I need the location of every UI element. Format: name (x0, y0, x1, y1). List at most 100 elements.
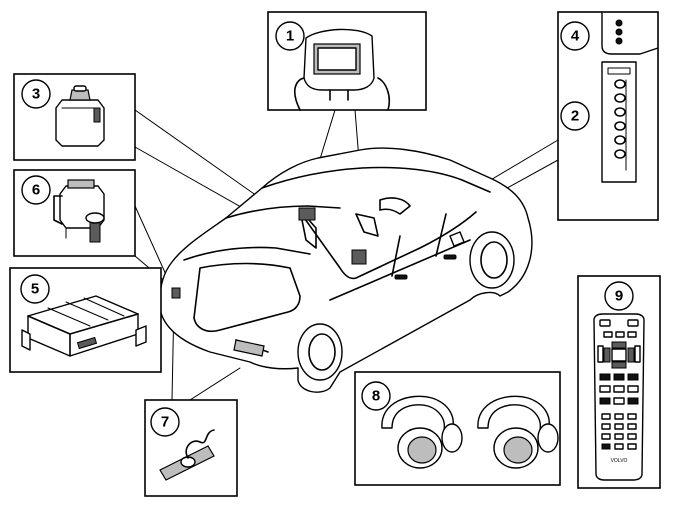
car-rear-hub (308, 333, 336, 371)
remote-num-4 (601, 423, 611, 430)
remote-num-7 (601, 433, 611, 440)
bracket-clip (53, 195, 63, 225)
car-trunk-edge (183, 246, 311, 261)
headphone-right-cup-back (537, 423, 559, 453)
remote-dpad-right (627, 347, 635, 363)
headphone-right (477, 395, 559, 469)
callout-3-circle (21, 79, 51, 109)
callout-8-circle (361, 381, 391, 411)
callout-7-circle (150, 407, 180, 437)
headphone-right-cushion (503, 436, 533, 464)
remote-num-0 (614, 443, 624, 450)
callout-8: 8 (372, 388, 380, 405)
car-door-handle-rear (394, 274, 408, 280)
remote-btn-d (599, 397, 611, 405)
remote-btn-ff (627, 373, 639, 381)
remote-btn-stop (613, 385, 625, 393)
remote-num-9 (627, 433, 637, 440)
component-1-headrest-display: 1 (267, 11, 427, 111)
panel-button-5 (614, 135, 626, 145)
steering-wheel (379, 197, 411, 215)
car-rear-window-edge (225, 205, 341, 219)
remote-num-6 (627, 423, 637, 430)
module-knob (73, 85, 87, 92)
bracket-nut (85, 212, 105, 224)
remote-num-3 (627, 413, 637, 420)
remote-btn-rw (599, 373, 611, 381)
panel-button-1 (614, 79, 626, 89)
remote-num-1 (601, 413, 611, 420)
panel-button-6 (614, 149, 626, 159)
panel-button-4 (614, 121, 626, 131)
car-door-crease (329, 239, 471, 301)
callout-9: 9 (615, 288, 623, 305)
remote-btn-f (627, 397, 639, 405)
remote-btn-b (615, 331, 625, 338)
car-tail-light (233, 339, 265, 357)
remote-dpad-left (603, 347, 611, 363)
unit-top-ribs (47, 297, 125, 327)
headphone-left-cup-back (441, 423, 463, 453)
disc-slot (607, 67, 631, 75)
callout-5: 5 (31, 281, 39, 298)
unit-mount-left (21, 329, 31, 351)
callout-4: 4 (571, 28, 580, 45)
callout-5-circle (20, 274, 50, 304)
component-5-media-unit: 5 (9, 267, 162, 373)
remote-num-8 (614, 433, 624, 440)
callout-1-circle (275, 21, 305, 51)
callout-6: 6 (32, 182, 40, 199)
remote-brand-label: VOLVO (611, 458, 628, 464)
remote-side-right (634, 345, 641, 363)
car-control-unit (351, 249, 367, 265)
headrest-screen-glass (317, 47, 357, 71)
car-trunk-lid (193, 262, 301, 333)
indicator-dot-2 (615, 37, 623, 45)
remote-body (593, 313, 645, 481)
module-connector (93, 107, 101, 123)
panel-button-2 (614, 93, 626, 103)
rear-seat-back (299, 209, 317, 249)
car-door-handle-front (443, 254, 457, 260)
remote-num-hash (627, 443, 637, 450)
unit-mount-right (135, 325, 147, 347)
car-side-mirror (449, 231, 465, 247)
remote-dpad-enter (611, 348, 627, 362)
unit-connector (76, 336, 98, 350)
remote-btn-c (627, 331, 637, 338)
remote-num-2 (614, 413, 624, 420)
seat-back-outline (293, 77, 391, 111)
leader-7b (189, 367, 241, 401)
callout-4-circle (560, 21, 590, 51)
component-3-module: 3 (13, 73, 136, 161)
remote-dpad-up (611, 341, 627, 349)
module-body (55, 99, 105, 147)
callout-2: 2 (571, 108, 579, 125)
remote-dpad-down (611, 361, 627, 369)
remote-btn-power (599, 319, 611, 327)
car-roofline (261, 166, 491, 193)
car-headrest-screen (298, 207, 316, 221)
bracket-top (67, 179, 95, 189)
car-beltline (299, 211, 477, 280)
remote-btn-next (627, 385, 639, 393)
callout-7: 7 (161, 414, 169, 431)
callout-9-circle (604, 281, 634, 311)
remote-btn-prev (599, 385, 611, 393)
remote-btn-source (627, 319, 639, 327)
unit-edges (27, 313, 139, 357)
remote-side-left (597, 345, 604, 363)
callout-2-circle (560, 101, 590, 131)
remote-btn-play (613, 373, 625, 381)
indicator-dot-1 (615, 28, 623, 36)
component-2-4-control-panel: 4 2 (557, 11, 659, 221)
panel-button-3 (614, 107, 626, 117)
callout-1: 1 (286, 28, 294, 45)
remote-num-star (601, 443, 611, 450)
callout-3: 3 (32, 86, 40, 103)
component-9-remote-control: VOLVO 9 (577, 275, 661, 489)
car-body (159, 147, 533, 393)
headphone-left-cushion (407, 436, 437, 464)
car-illustration (159, 147, 533, 393)
